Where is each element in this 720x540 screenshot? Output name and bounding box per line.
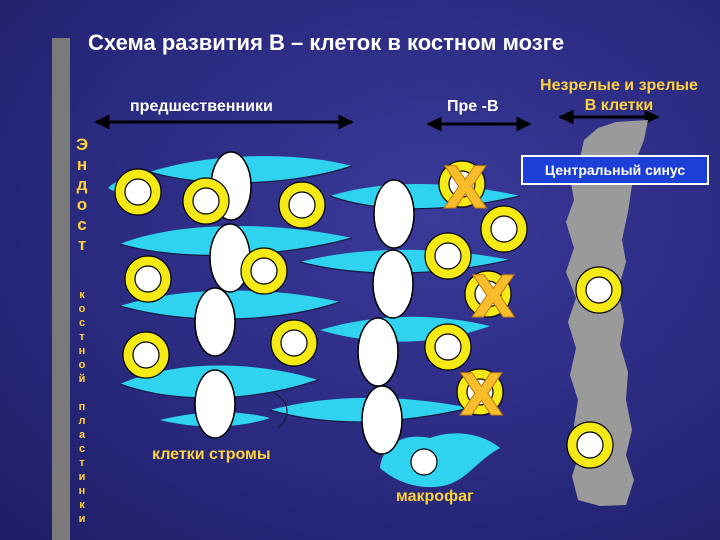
x-mark: X [459,361,504,429]
precursors-label: предшественники [130,98,273,115]
pre-b-label: Пре -В [447,98,499,115]
macrophage-nucleus [410,448,438,476]
bone-plate-letter: к [79,499,85,511]
stroma-nuclei [194,151,415,455]
b-cell [575,266,623,314]
endosteum-letter: д [76,175,88,194]
immature-mature-line1: Незрелые и зрелые [540,77,698,94]
bone-plate-letter: п [78,401,86,413]
bone-plate-letter: и [78,513,86,525]
bone-plate-letter: с [78,443,86,455]
bone-plate-label: к о с т н о й п л а с т и н к и [72,288,92,526]
stroma-cell [380,433,500,488]
x-mark: X [443,154,488,222]
stroma-nucleus [373,179,415,249]
bone-plate-letter: л [78,415,86,427]
b-cell [278,181,326,229]
b-cell [240,247,288,295]
central-sinus-shape [566,120,648,506]
stroma-nucleus [194,287,236,357]
endosteum-letter: н [76,155,88,174]
bone-plate-letter [72,386,92,400]
central-sinus-label: Центральный синус [521,155,709,185]
stroma-nucleus [357,317,399,387]
bone-plate-letter: и [78,471,86,483]
bone-plate-letter: н [78,345,86,357]
bone-plate-letter: а [78,429,86,441]
stroma-cell [330,184,520,209]
b-cell [566,421,614,469]
b-cell [182,177,230,225]
b-cell [464,270,512,318]
stroma-nucleus [194,369,236,439]
bone-plate-letter: т [79,457,85,469]
endosteum-letter: о [76,195,88,214]
b-cells [114,160,623,469]
macrophage-label: макрофаг [396,488,474,505]
endosteum-label: Э н д о с т [70,135,94,255]
b-cell [270,319,318,367]
b-cell [480,205,528,253]
b-cell [424,323,472,371]
page-title: Схема развития В – клеток в костном мозг… [88,30,565,55]
x-mark: X [471,263,516,331]
bone-plate-letter: к [79,289,85,301]
apoptosis-marks: X X X [443,154,517,430]
endosteum-bar [52,38,70,540]
bone-plate-letter: н [78,485,86,497]
b-cell [424,232,472,280]
b-cell [122,331,170,379]
b-cell [456,368,504,416]
stroma-nucleus [361,385,403,455]
immature-mature-line2: В клетки [584,97,654,114]
bone-plate-letter: о [78,303,86,315]
b-cell [114,168,162,216]
stroma-nucleus [372,249,414,319]
stroma-cell [150,156,352,183]
b-cell [124,255,172,303]
stroma-cells-label: клетки стромы [152,446,271,463]
bone-plate-letter: о [78,359,86,371]
endosteum-letter: с [77,215,87,234]
endosteum-letter: т [77,235,87,254]
immature-mature-label: Незрелые и зрелые В клетки [521,76,717,116]
bone-plate-letter: с [78,317,86,329]
b-cell [438,160,486,208]
endosteum-letter: Э [75,135,89,154]
bone-plate-letter: т [79,331,85,343]
bone-plate-letter: й [78,373,86,385]
